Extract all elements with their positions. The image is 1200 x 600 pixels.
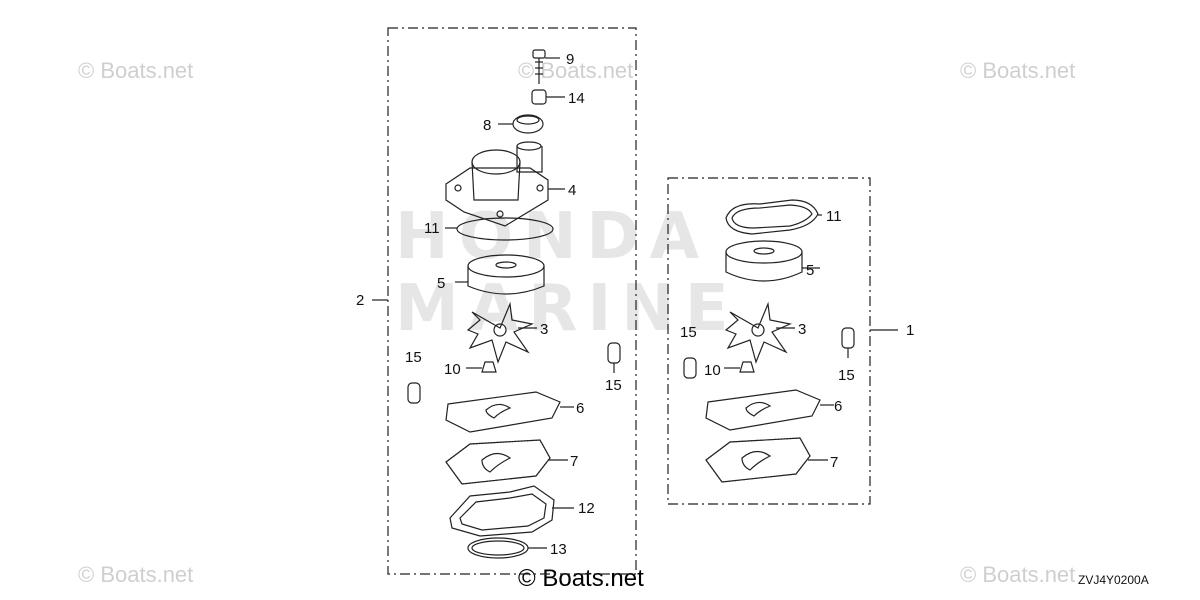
part-callout: 7 (830, 454, 838, 471)
pump-housing-part (445, 141, 565, 227)
collar-part (531, 89, 565, 105)
part-callout: 12 (578, 500, 595, 517)
part-callout: 15 (838, 367, 855, 384)
grommet-part (498, 114, 544, 134)
part-callout: 10 (704, 362, 721, 379)
part-callout: 11 (826, 208, 842, 225)
kit-2-callouts: 2 9 14 8 4 11 5 3 10 15 15 6 7 12 13 (356, 51, 622, 558)
bolt-part (532, 49, 560, 84)
seal-part (449, 485, 574, 537)
part-callout: 13 (550, 541, 567, 558)
kit-group-2 (372, 27, 637, 575)
part-callout: 10 (444, 361, 461, 378)
impeller-part (466, 301, 537, 364)
o-ring-part-lower (467, 537, 547, 559)
part-callout: 15 (605, 377, 622, 394)
part-callout: 14 (568, 90, 585, 107)
key-part (466, 361, 497, 373)
watermark-top-left: © Boats.net (78, 58, 193, 83)
diagram-code: ZVJ4Y0200A (1078, 573, 1149, 587)
logo-line-1: HONDA (395, 200, 709, 274)
part-callout: 6 (834, 398, 842, 415)
part-callout: 15 (680, 324, 697, 341)
kit-1-boundary (667, 177, 871, 505)
part-callout: 5 (437, 275, 445, 292)
gasket-part (445, 439, 568, 485)
part-callout: 11 (424, 220, 440, 237)
part-callout: 3 (540, 321, 548, 338)
key-part (724, 361, 755, 373)
impeller-housing-insert-part (455, 254, 545, 295)
dowel-pin-part-right (841, 327, 855, 358)
kit-label: 1 (906, 322, 914, 339)
background-logo: HONDA MARINE (395, 200, 739, 346)
part-callout: 7 (570, 453, 578, 470)
kit-group-1 (667, 177, 898, 505)
watermark-bottom-left: © Boats.net (78, 562, 193, 587)
liner-plate-part (445, 391, 574, 433)
impeller-part (724, 301, 795, 364)
logo-line-2: MARINE (395, 272, 739, 346)
liner-plate-part (705, 389, 834, 431)
part-callout: 15 (405, 349, 422, 366)
dowel-pin-part-left (683, 357, 697, 379)
gasket-part (705, 437, 828, 483)
part-callout: 5 (806, 262, 814, 279)
part-callout: 4 (568, 182, 576, 199)
impeller-housing-insert-part (725, 240, 820, 282)
o-ring-part (445, 217, 554, 241)
part-callout: 9 (566, 51, 574, 68)
watermark-bottom-center: © Boats.net (518, 565, 644, 592)
part-callout: 6 (576, 400, 584, 417)
dowel-pin-part-right (607, 342, 621, 373)
kit-label: 2 (356, 292, 364, 309)
kit-2-boundary (387, 27, 637, 575)
part-callout: 3 (798, 321, 806, 338)
kit-1-callouts: 1 11 5 3 15 15 10 6 7 (680, 208, 914, 471)
watermark-bottom-right: © Boats.net (960, 562, 1075, 587)
dowel-pin-part-left (407, 382, 421, 404)
part-callout: 8 (483, 117, 491, 134)
watermark-top-right: © Boats.net (960, 58, 1075, 83)
housing-gasket-part (725, 199, 822, 235)
